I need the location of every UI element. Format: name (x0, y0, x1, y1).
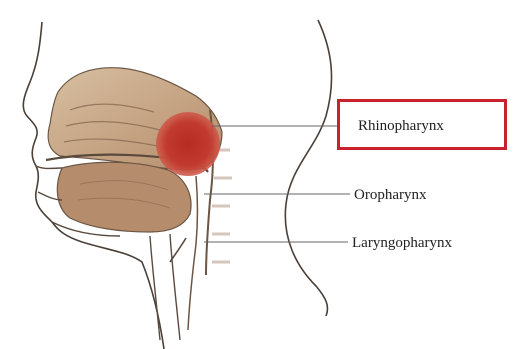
back-of-head-outline (285, 20, 331, 316)
epiglottis (170, 238, 186, 262)
label-rhinopharynx: Rhinopharynx (358, 117, 444, 135)
label-oropharynx: Oropharynx (354, 186, 426, 204)
label-laryngopharynx: Laryngopharynx (352, 234, 452, 252)
tongue (57, 162, 191, 232)
spine-segments (212, 150, 232, 262)
airway-tube (150, 234, 180, 340)
rhinopharynx-highlight-region (156, 112, 220, 176)
